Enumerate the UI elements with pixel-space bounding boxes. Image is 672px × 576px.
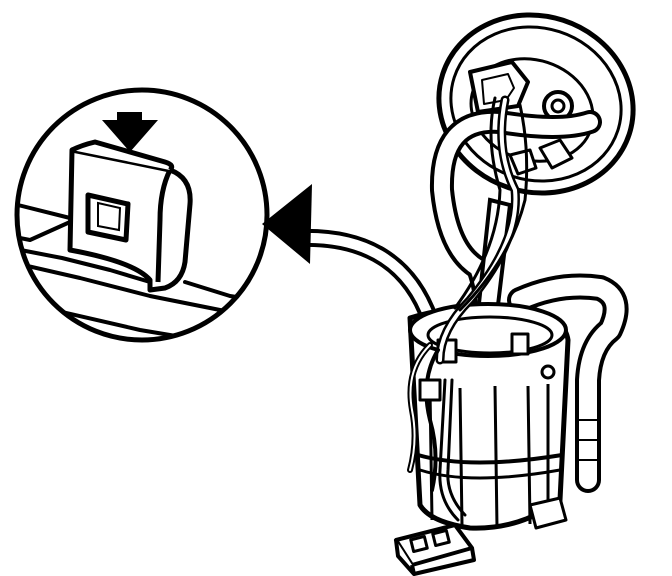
tab-window xyxy=(85,192,131,243)
electrical-connector xyxy=(394,523,476,576)
fuel-pump-module xyxy=(407,302,571,531)
detail-magnifier xyxy=(14,87,270,343)
curved-callout-arrow xyxy=(262,184,439,329)
wiring-harness xyxy=(407,95,529,522)
push-down-arrow-icon xyxy=(102,112,158,152)
detail-magnifier-circle xyxy=(14,87,270,343)
